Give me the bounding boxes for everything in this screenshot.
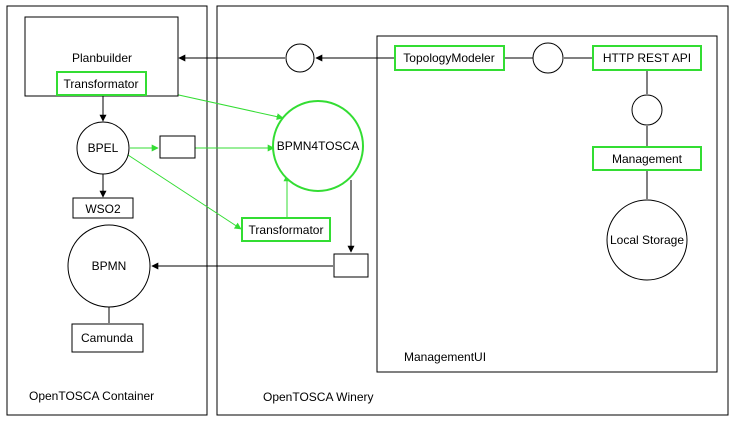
planbuilder-label: Planbuilder [72, 51, 132, 65]
management-ui-label: ManagementUI [404, 350, 486, 364]
opentosca-container-label: OpenTOSCA Container [29, 389, 154, 403]
local-storage-label: Local Storage [610, 233, 684, 247]
small-rect-bpmn-output[interactable] [333, 253, 369, 278]
bpmn-label: BPMN [92, 259, 127, 273]
bpmn4tosca-label: BPMN4TOSCA [277, 139, 359, 153]
local-storage-node[interactable] [606, 199, 688, 281]
transformator-top-box[interactable] [56, 71, 147, 96]
management-label: Management [612, 152, 683, 166]
interface-circle-winery[interactable] [285, 43, 315, 73]
bpel-label: BPEL [88, 141, 119, 155]
http-rest-api-box[interactable] [592, 45, 702, 71]
green-connector-bpel-to-transformator [127, 154, 242, 230]
small-rect-bpel-output[interactable] [159, 135, 196, 159]
opentosca-winery-box [216, 5, 729, 416]
transformator-mid-label: Transformator [249, 223, 324, 237]
opentosca-winery-label: OpenTOSCA Winery [263, 390, 373, 404]
bpel-node[interactable] [76, 121, 130, 175]
transformator-mid-box[interactable] [241, 217, 331, 242]
camunda-label: Camunda [81, 331, 133, 345]
wso2-box[interactable] [72, 197, 134, 219]
opentosca-container-box [6, 5, 208, 416]
http-rest-api-label: HTTP REST API [603, 51, 691, 65]
interface-circle-management-ui[interactable] [532, 42, 564, 74]
topology-modeler-label: TopologyModeler [403, 51, 494, 65]
topology-modeler-box[interactable] [394, 45, 505, 71]
wso2-label: WSO2 [85, 202, 121, 216]
interface-circle-api[interactable] [631, 94, 663, 126]
bpmn-node[interactable] [67, 224, 151, 308]
bpmn4tosca-node[interactable] [272, 100, 364, 192]
management-ui-box [376, 35, 718, 373]
transformator-top-label: Transformator [64, 77, 139, 91]
camunda-box[interactable] [71, 323, 144, 353]
management-box[interactable] [592, 146, 702, 171]
